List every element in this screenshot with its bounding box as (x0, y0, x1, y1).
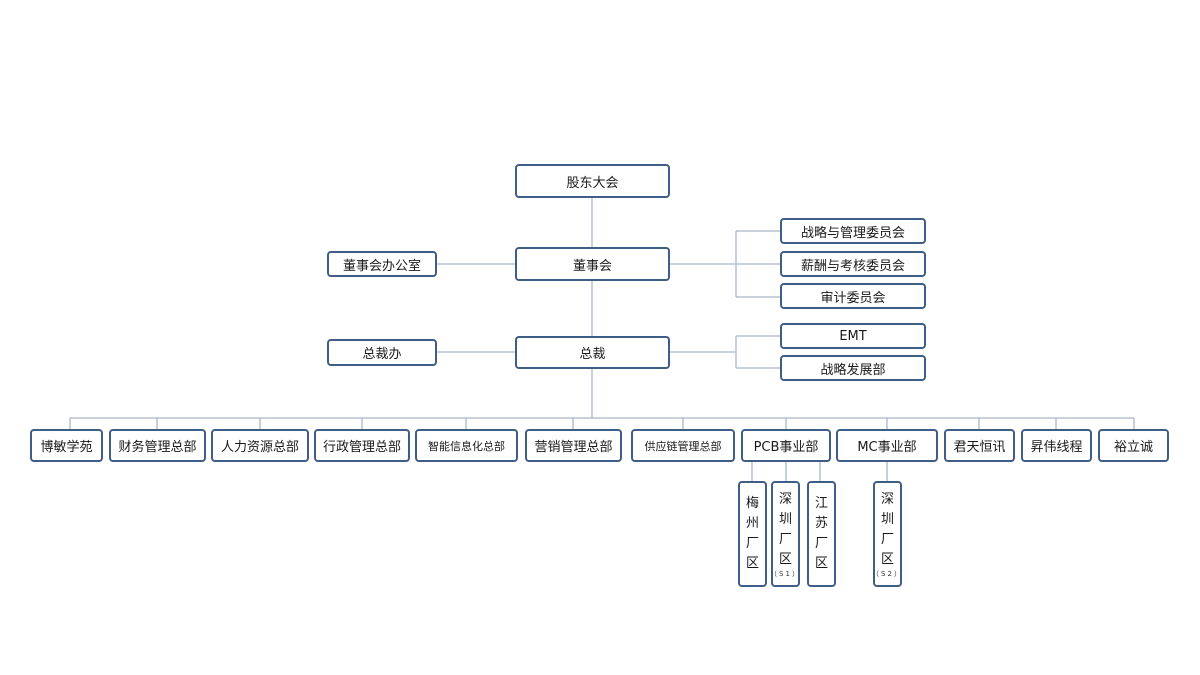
shareholders-box: 股东大会 (515, 164, 670, 198)
president-office-label: 总裁办 (362, 347, 402, 362)
dept-label: 财务管理总部 (118, 440, 197, 455)
dept-box: 昇伟线程 (1021, 429, 1092, 462)
dept-box: 财务管理总部 (109, 429, 206, 462)
dept-box: 裕立诚 (1098, 429, 1169, 462)
committee-compensation-label: 薪酬与考核委员会 (800, 258, 905, 274)
factory-char: 区 (745, 556, 759, 571)
dept-box: MC事业部 (836, 429, 938, 462)
dept-label: 智能信息化总部 (428, 439, 505, 453)
committee-strategy-box: 战略与管理委员会 (780, 218, 926, 244)
dept-box: 智能信息化总部 (415, 429, 518, 462)
president-box: 总裁 (515, 336, 670, 369)
factory-char: 区 (778, 551, 792, 567)
committee-audit-box: 审计委员会 (780, 283, 926, 309)
factory-code: （S1） (770, 569, 801, 578)
strategy-dev-box: 战略发展部 (780, 355, 926, 381)
factory-char: 厂 (778, 531, 792, 547)
dept-label: 供应链管理总部 (644, 439, 722, 453)
board-office-label: 董事会办公室 (342, 258, 421, 274)
committee-audit-label: 审计委员会 (820, 290, 886, 306)
president-label: 总裁 (579, 347, 606, 362)
factory-char: 厂 (880, 531, 894, 547)
factory-char: 江 (814, 496, 828, 511)
factory-code: （S2） (872, 569, 903, 578)
factory-char: 圳 (880, 511, 894, 527)
factory-char: 州 (745, 516, 759, 531)
factory-shenzhen-s1-box: 深 圳 厂 区 （S1） (770, 481, 801, 587)
dept-label: 营销管理总部 (534, 440, 613, 455)
factory-jiangsu-box: 江 苏 厂 区 (807, 481, 836, 587)
dept-box: 人力资源总部 (211, 429, 309, 462)
board-box: 董事会 (515, 247, 670, 281)
dept-label: 君天恒讯 (953, 440, 1006, 455)
dept-box: 君天恒讯 (944, 429, 1015, 462)
dept-label: MC事业部 (857, 440, 917, 455)
dept-label: 昇伟线程 (1030, 440, 1083, 455)
emt-box: EMT (780, 323, 926, 349)
committee-strategy-label: 战略与管理委员会 (800, 225, 905, 241)
president-office-box: 总裁办 (327, 339, 437, 366)
factory-char: 苏 (814, 516, 828, 531)
factory-char: 厂 (814, 536, 828, 551)
dept-label: 人力资源总部 (220, 440, 299, 455)
factory-shenzhen-s2-box: 深 圳 厂 区 （S2） (872, 481, 903, 587)
factory-char: 厂 (745, 536, 759, 551)
factory-char: 深 (880, 491, 894, 507)
factory-char: 圳 (778, 511, 792, 527)
factory-char: 深 (778, 491, 792, 507)
factory-char: 区 (814, 556, 828, 571)
dept-label: PCB事业部 (753, 440, 819, 455)
dept-box: 博敏学苑 (30, 429, 103, 462)
board-label: 董事会 (572, 258, 612, 274)
factory-char: 梅 (745, 496, 759, 511)
committee-compensation-box: 薪酬与考核委员会 (780, 251, 926, 277)
dept-box: 营销管理总部 (525, 429, 622, 462)
dept-box: PCB事业部 (741, 429, 831, 462)
strategy-dev-label: 战略发展部 (820, 362, 886, 378)
board-office-box: 董事会办公室 (327, 251, 437, 277)
dept-box: 供应链管理总部 (631, 429, 735, 462)
factory-meizhou-box: 梅 州 厂 区 (738, 481, 767, 587)
factory-char: 区 (880, 551, 894, 567)
dept-box: 行政管理总部 (314, 429, 410, 462)
dept-label: 裕立诚 (1113, 440, 1153, 455)
dept-label: 博敏学苑 (40, 440, 93, 455)
emt-label: EMT (839, 328, 867, 344)
dept-label: 行政管理总部 (322, 440, 401, 455)
shareholders-label: 股东大会 (566, 175, 619, 191)
